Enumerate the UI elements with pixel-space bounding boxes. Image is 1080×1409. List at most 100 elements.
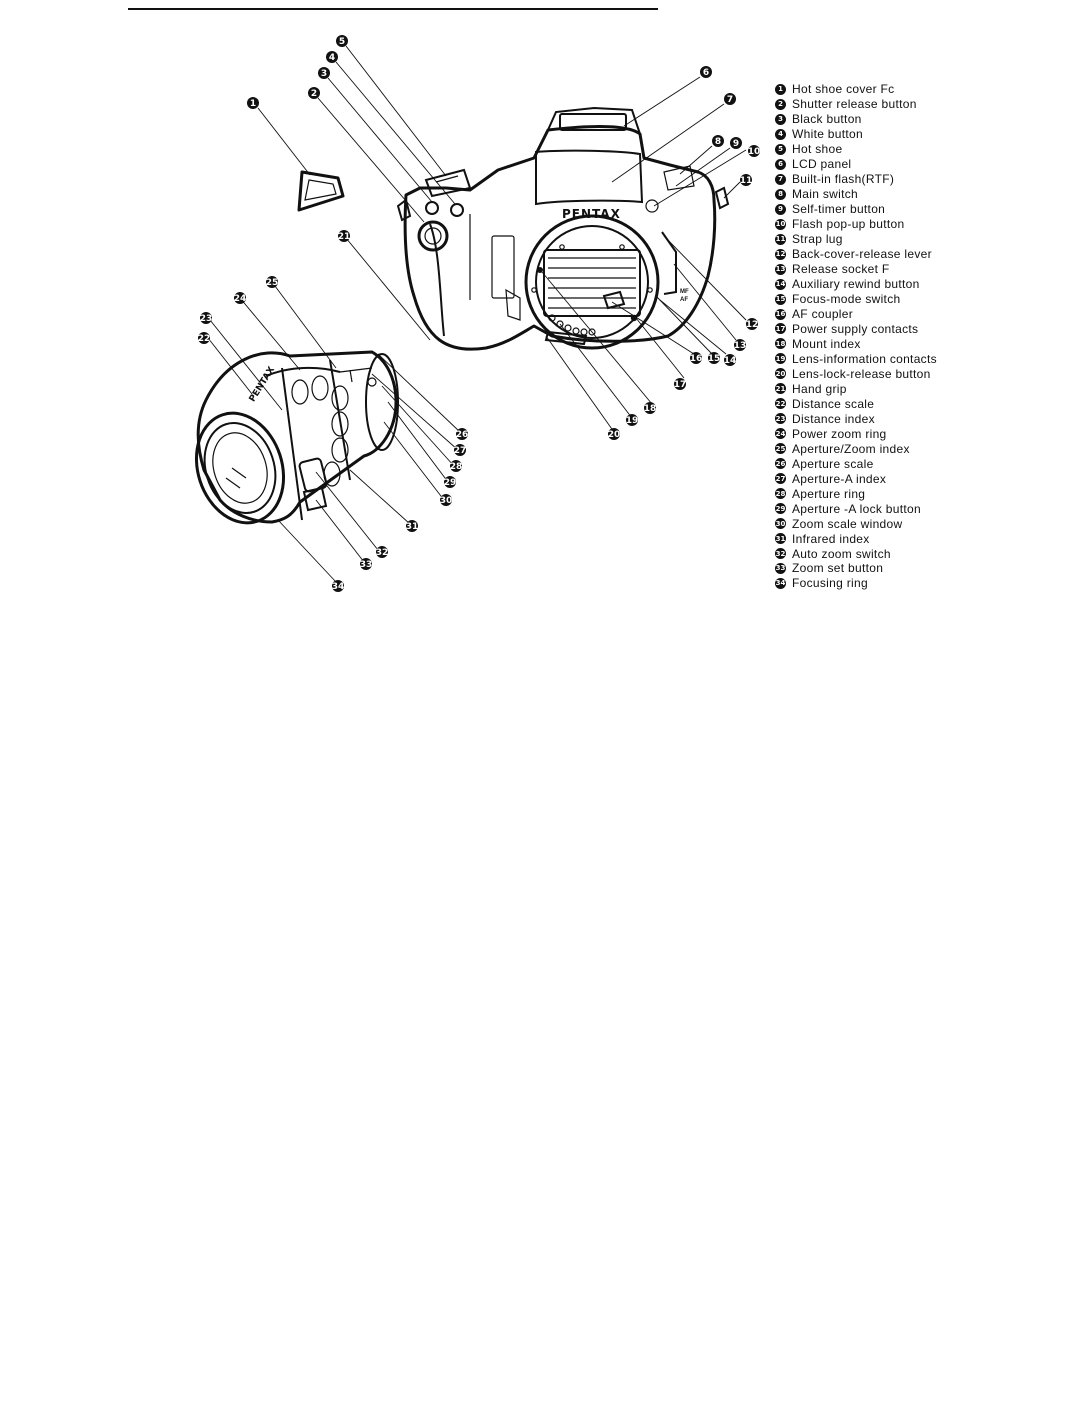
top-rule — [128, 8, 658, 10]
legend-item: 26 Aperture scale — [775, 456, 937, 471]
callout-3: 3 — [318, 67, 330, 79]
callout-number: 20 — [608, 430, 621, 440]
callout-20: 20 — [608, 428, 621, 440]
legend-number-badge: 19 — [775, 353, 786, 365]
callout-number: 5 — [339, 37, 345, 47]
legend-label: Zoom scale window — [792, 516, 903, 531]
legend-number-badge: 4 — [775, 128, 786, 140]
callout-number: 4 — [329, 53, 335, 63]
mf-mark: MF — [680, 289, 689, 295]
legend-number-badge: 23 — [775, 413, 786, 425]
legend-label: Strap lug — [792, 232, 843, 247]
legend-label: Auto zoom switch — [792, 546, 891, 561]
callout-27: 27 — [454, 444, 467, 456]
legend-number-badge: 29 — [775, 503, 786, 515]
callout-25: 25 — [266, 276, 278, 288]
callout-1: 1 — [247, 97, 259, 109]
legend-item: 34 Focusing ring — [775, 576, 937, 591]
legend-number-badge: 30 — [775, 518, 786, 530]
legend-number-badge: 15 — [775, 293, 786, 305]
legend-label: Shutter release button — [792, 97, 917, 112]
callout-number: 22 — [198, 334, 211, 344]
callout-number: 13 — [734, 341, 747, 351]
callout-number: 8 — [715, 137, 721, 147]
callout-number: 14 — [724, 356, 737, 366]
callout-number: 32 — [376, 548, 389, 558]
callout-29: 29 — [444, 476, 457, 488]
callout-8: 8 — [712, 135, 724, 147]
callout-number: 6 — [703, 68, 709, 78]
legend-number-badge: 26 — [775, 458, 786, 470]
legend-label: Aperture-A index — [792, 471, 887, 486]
callout-5: 5 — [336, 35, 348, 47]
lens-information-contacts — [548, 314, 596, 336]
callout-number: 26 — [456, 430, 469, 440]
legend-label: Focusing ring — [792, 576, 868, 591]
callout-number: 15 — [708, 354, 721, 364]
leader-lines — [207, 45, 747, 583]
af-mark: AF — [680, 297, 688, 303]
legend-label: Infrared index — [792, 531, 870, 546]
legend-item: 30 Zoom scale window — [775, 516, 937, 531]
callout-22: 22 — [198, 332, 211, 344]
legend-number-badge: 5 — [775, 143, 786, 155]
legend-number-badge: 27 — [775, 473, 786, 485]
legend-label: Flash pop-up button — [792, 217, 905, 232]
callout-number: 29 — [444, 478, 457, 488]
legend-number-badge: 17 — [775, 323, 786, 335]
callout-18: 18 — [644, 402, 656, 414]
legend-number-badge: 2 — [775, 98, 786, 110]
legend-item: 15 Focus-mode switch — [775, 292, 937, 307]
legend-number-badge: 28 — [775, 488, 786, 500]
callout-number: 30 — [440, 496, 453, 506]
legend-number-badge: 13 — [775, 263, 786, 275]
legend-number-badge: 31 — [775, 533, 786, 545]
legend-number-badge: 3 — [775, 113, 786, 125]
legend-label: Zoom set button — [792, 561, 884, 576]
legend-number-badge: 1 — [775, 83, 786, 95]
legend-number-badge: 10 — [775, 218, 786, 230]
callout-28: 28 — [450, 460, 462, 472]
legend-label: Aperture scale — [792, 456, 874, 471]
legend-label: Focus-mode switch — [792, 292, 901, 307]
callout-21: 21 — [338, 230, 350, 242]
legend-item: 14 Auxiliary rewind button — [775, 277, 937, 292]
callout-26: 26 — [456, 428, 469, 440]
legend-number-badge: 14 — [775, 278, 786, 290]
callout-14: 14 — [724, 354, 737, 366]
callout-11: 11 — [740, 174, 752, 186]
callout-33: 33 — [360, 558, 373, 570]
legend-number-badge: 34 — [775, 577, 786, 589]
legend-label: Hot shoe — [792, 142, 843, 157]
callout-6: 6 — [700, 66, 712, 78]
callout-number: 27 — [454, 446, 467, 456]
camera-body-drawing: PENTAX MF AF — [396, 106, 730, 351]
callout-number: 2 — [311, 89, 317, 99]
legend-label: Auxiliary rewind button — [792, 277, 920, 292]
callout-number: 33 — [360, 560, 373, 570]
callout-23: 23 — [200, 312, 212, 324]
callout-16: 16 — [690, 352, 702, 364]
legend-label: Lens-lock-release button — [792, 366, 931, 381]
callout-24: 24 — [234, 292, 246, 304]
legend-item: 5 Hot shoe — [775, 142, 937, 157]
callout-number: 3 — [321, 69, 327, 79]
callout-30: 30 — [440, 494, 453, 506]
